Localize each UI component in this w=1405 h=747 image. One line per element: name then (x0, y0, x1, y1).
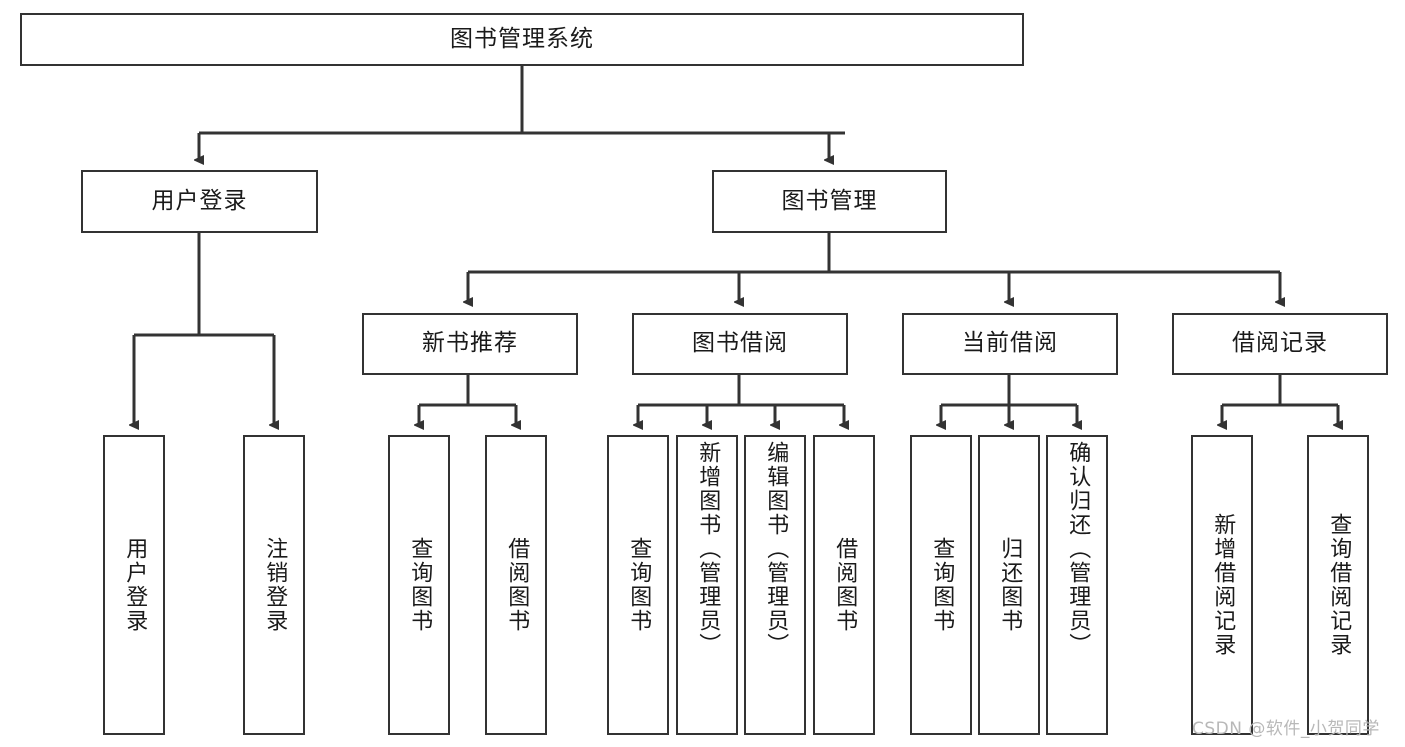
leaf-return-book-inner: 归还图书 (980, 437, 1038, 733)
leaf-add-book[interactable]: 新增图书（管理员） (676, 435, 738, 735)
node-current-borrow-label: 当前借阅 (962, 330, 1058, 357)
leaf-user-login-label: 用户登录 (122, 537, 148, 633)
leaf-confirm-return-inner: 确认归还（管理员） (1048, 437, 1106, 737)
leaf-query-book-2-label: 查询图书 (626, 537, 652, 633)
leaf-user-logout-label: 注销登录 (262, 537, 288, 633)
leaf-return-book[interactable]: 归还图书 (978, 435, 1040, 735)
leaf-edit-book-inner: 编辑图书（管理员） (746, 437, 804, 737)
node-new-book-recommend[interactable]: 新书推荐 (362, 313, 578, 375)
leaf-edit-book[interactable]: 编辑图书（管理员） (744, 435, 806, 735)
node-book-borrow[interactable]: 图书借阅 (632, 313, 848, 375)
leaf-query-book-2[interactable]: 查询图书 (607, 435, 669, 735)
node-book-management-label: 图书管理 (781, 187, 878, 214)
leaf-query-book-2-inner: 查询图书 (609, 437, 667, 733)
leaf-borrow-book-2-label: 借阅图书 (832, 537, 858, 633)
node-new-book-recommend-label: 新书推荐 (422, 330, 518, 357)
leaf-add-record[interactable]: 新增借阅记录 (1191, 435, 1253, 735)
leaf-return-book-label: 归还图书 (997, 537, 1023, 633)
node-borrow-record-label: 借阅记录 (1232, 330, 1328, 357)
leaf-query-book-1-inner: 查询图书 (390, 437, 448, 733)
leaf-borrow-book-2[interactable]: 借阅图书 (813, 435, 875, 735)
leaf-add-book-label: 新增图书（管理员） (695, 441, 721, 657)
node-root[interactable]: 图书管理系统 (20, 13, 1024, 66)
leaf-query-book-1-label: 查询图书 (407, 537, 433, 633)
leaf-query-record-label: 查询借阅记录 (1326, 513, 1352, 657)
leaf-query-book-3[interactable]: 查询图书 (910, 435, 972, 735)
leaf-query-record-inner: 查询借阅记录 (1309, 437, 1367, 733)
leaf-edit-book-label: 编辑图书（管理员） (763, 441, 789, 657)
leaf-query-record[interactable]: 查询借阅记录 (1307, 435, 1369, 735)
leaf-borrow-book-1-label: 借阅图书 (504, 537, 530, 633)
csdn-watermark: CSDN @软件_小贺同学 (1192, 719, 1380, 739)
leaf-user-login-inner: 用户登录 (105, 437, 163, 733)
node-user-login-label: 用户登录 (151, 187, 248, 214)
leaf-borrow-book-1-inner: 借阅图书 (487, 437, 545, 733)
leaf-user-logout-inner: 注销登录 (245, 437, 303, 733)
node-root-label: 图书管理系统 (450, 25, 594, 52)
node-user-login[interactable]: 用户登录 (81, 170, 318, 233)
leaf-confirm-return-label: 确认归还（管理员） (1065, 441, 1091, 657)
leaf-confirm-return[interactable]: 确认归还（管理员） (1046, 435, 1108, 735)
leaf-add-book-inner: 新增图书（管理员） (678, 437, 736, 737)
node-book-borrow-label: 图书借阅 (692, 330, 788, 357)
node-current-borrow[interactable]: 当前借阅 (902, 313, 1118, 375)
leaf-query-book-3-label: 查询图书 (929, 537, 955, 633)
leaf-user-logout[interactable]: 注销登录 (243, 435, 305, 735)
leaf-borrow-book-1[interactable]: 借阅图书 (485, 435, 547, 735)
leaf-query-book-1[interactable]: 查询图书 (388, 435, 450, 735)
node-borrow-record[interactable]: 借阅记录 (1172, 313, 1388, 375)
node-book-management[interactable]: 图书管理 (712, 170, 947, 233)
leaf-user-login[interactable]: 用户登录 (103, 435, 165, 735)
leaf-query-book-3-inner: 查询图书 (912, 437, 970, 733)
leaf-add-record-inner: 新增借阅记录 (1193, 437, 1251, 733)
leaf-add-record-label: 新增借阅记录 (1210, 513, 1236, 657)
leaf-borrow-book-2-inner: 借阅图书 (815, 437, 873, 733)
